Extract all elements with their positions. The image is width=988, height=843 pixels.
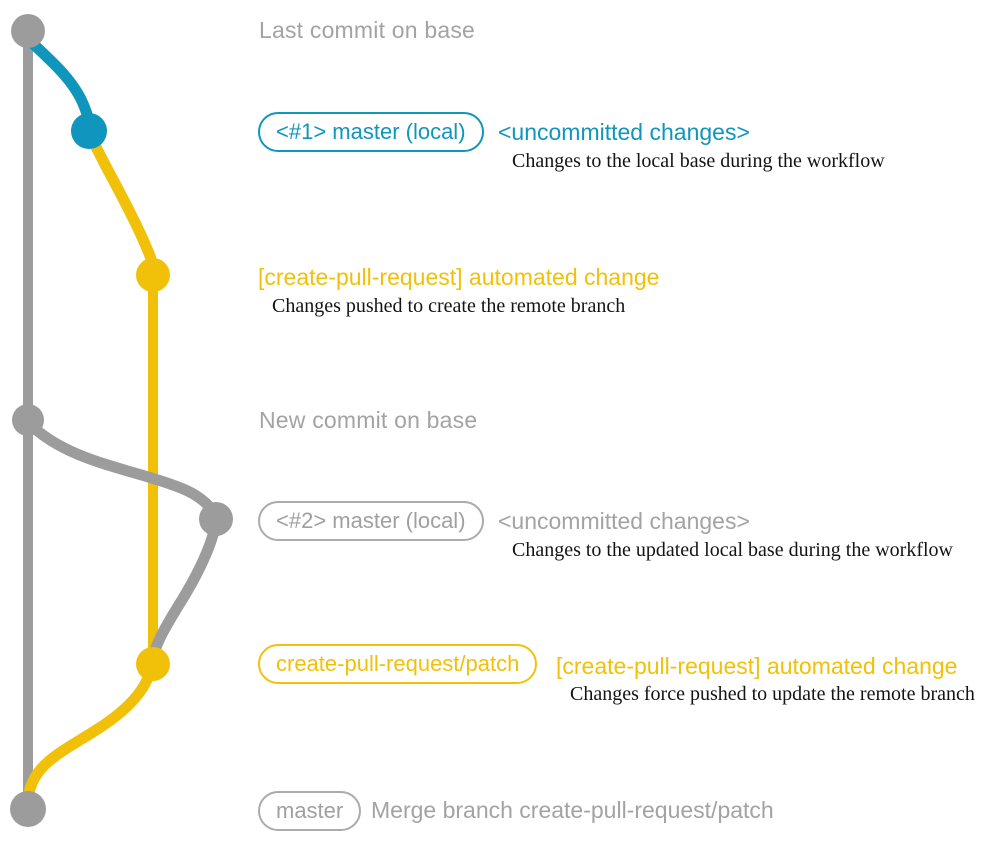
- badge-master: master: [258, 791, 362, 831]
- title-uncommitted-changes-1: <uncommitted changes>: [498, 119, 750, 145]
- note-changes-pushed: Changes pushed to create the remote bran…: [272, 295, 626, 317]
- patch-branch-curve-1: [84, 128, 159, 280]
- badge-master-local-2: <#2> master (local): [258, 501, 484, 541]
- commit-dot-base-last: [11, 14, 45, 48]
- badge-create-pull-request-patch: create-pull-request/patch: [258, 644, 538, 684]
- commit-dot-local-2: [199, 502, 233, 536]
- note-local-base-changes: Changes to the local base during the wor…: [512, 150, 885, 172]
- title-merge-branch: Merge branch create-pull-request/patch: [371, 797, 774, 823]
- title-automated-change-1: [create-pull-request] automated change: [258, 264, 660, 290]
- updated-local-master-curve: [24, 418, 221, 520]
- merge-curve: [22, 662, 157, 806]
- git-graph: [10, 14, 233, 827]
- note-changes-force-pushed: Changes force pushed to update the remot…: [570, 683, 975, 705]
- note-updated-local-base-changes: Changes to the updated local base during…: [512, 539, 953, 561]
- title-automated-change-2: [create-pull-request] automated change: [556, 653, 958, 679]
- label-new-commit-on-base: New commit on base: [259, 407, 478, 433]
- commit-dot-base-new: [12, 404, 44, 436]
- commit-dot-merge: [10, 791, 46, 827]
- force-push-curve: [147, 517, 222, 666]
- label-last-commit-on-base: Last commit on base: [259, 17, 476, 43]
- commit-dot-local-1: [71, 113, 107, 149]
- commit-dot-patch-1: [136, 258, 170, 292]
- badge-master-local-1: <#1> master (local): [258, 112, 484, 152]
- commit-dot-patch-2: [136, 647, 170, 681]
- title-uncommitted-changes-2: <uncommitted changes>: [498, 508, 750, 534]
